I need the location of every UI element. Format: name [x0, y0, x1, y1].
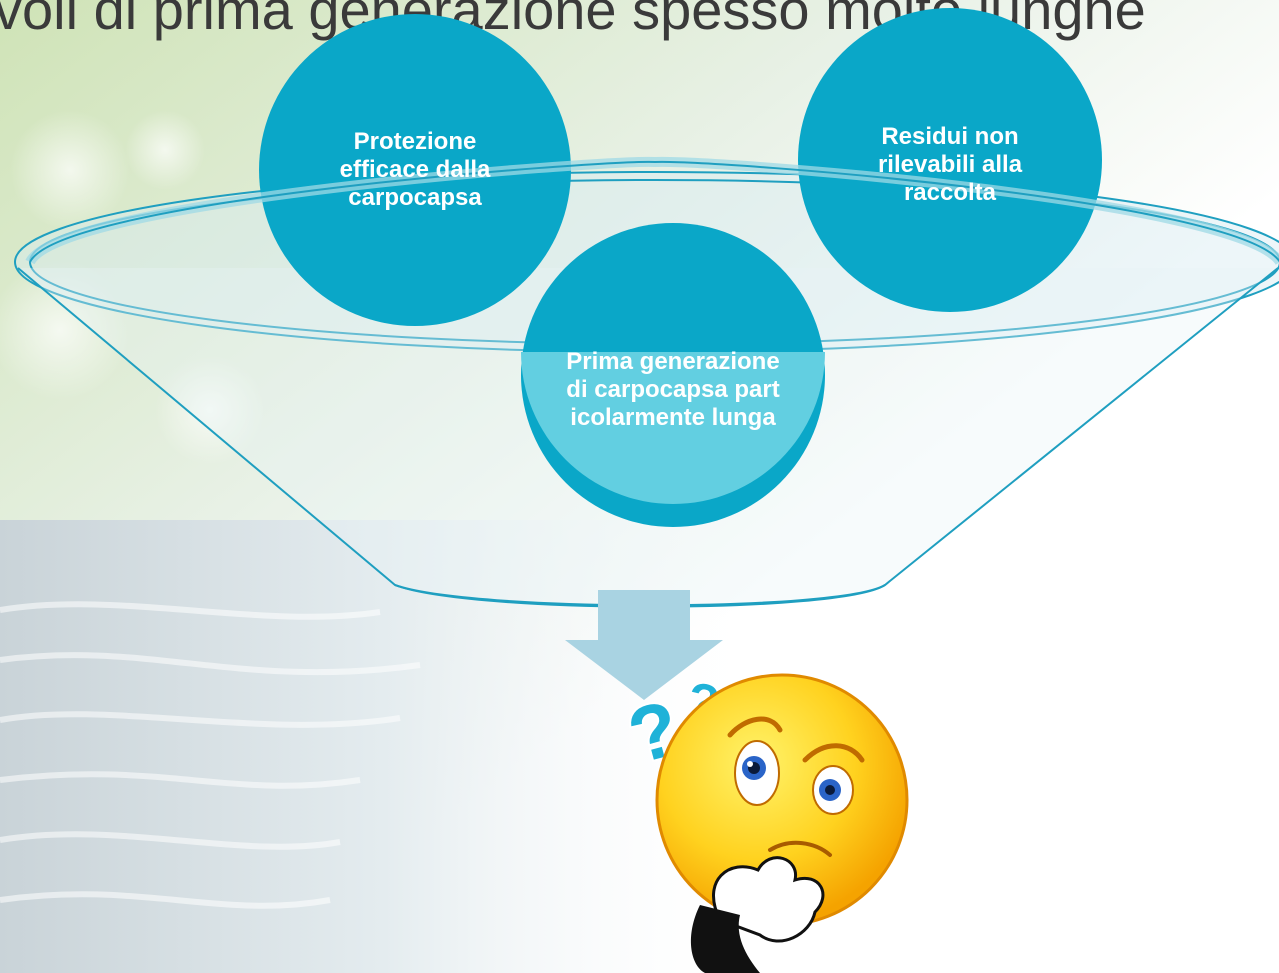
circle-label-first-generation: Prima generazione di carpocapsa particol…: [566, 280, 780, 500]
circle-residues: [798, 8, 1102, 312]
circle-label-residues: Residui non rilevabili alla raccolta: [850, 105, 1050, 225]
circle-label-first-generation-text: Prima generazione di carpocapsa particol…: [566, 348, 780, 431]
circle-first-generation-lower: [521, 352, 825, 504]
circle-label-protection: Protezione efficace dalla carpocapsa: [315, 110, 515, 230]
circle-label-protection-text: Protezione efficace dalla carpocapsa: [339, 128, 491, 211]
circle-label-residues-text: Residui non rilevabili alla raccolta: [877, 123, 1023, 206]
circle-protection: [259, 14, 571, 326]
down-arrow-icon: [565, 590, 723, 700]
thinking-face-icon: [655, 673, 909, 973]
